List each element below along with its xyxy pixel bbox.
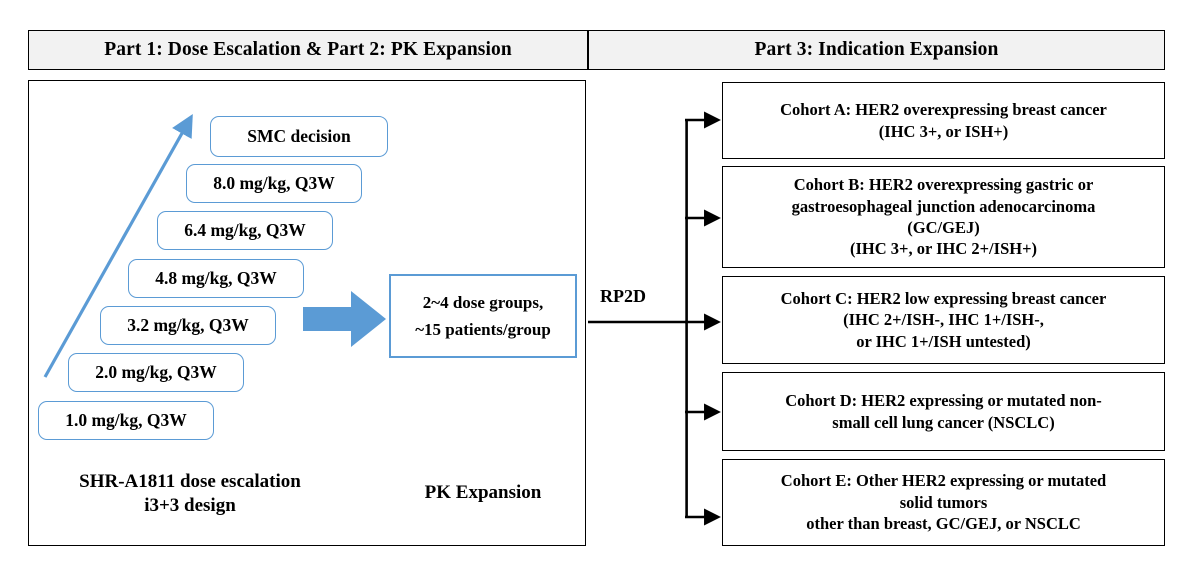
cohort-c-line: or IHC 1+/ISH untested) (856, 331, 1031, 351)
caption-line-2: i3+3 design (144, 495, 236, 517)
header-part1-part2: Part 1: Dose Escalation & Part 2: PK Exp… (28, 30, 588, 70)
cohort-a-line: (IHC 3+, or ISH+) (878, 121, 1009, 141)
cohort-b-line: (IHC 3+, or IHC 2+/ISH+) (850, 239, 1037, 259)
cohort-d-line: small cell lung cancer (NSCLC) (832, 412, 1055, 432)
pk-patients-text: ~15 patients/group (415, 319, 551, 339)
cohort-a-box: Cohort A: HER2 overexpressing breast can… (722, 82, 1165, 159)
cohort-b-line: (GC/GEJ) (907, 218, 980, 237)
cohort-a-line: Cohort A: HER2 overexpressing breast can… (780, 100, 1107, 120)
pk-dose-groups-text: 2~4 dose groups, (422, 292, 544, 312)
dose-level-box: 8.0 mg/kg, Q3W (186, 164, 362, 203)
rp2d-label: RP2D (600, 286, 646, 306)
cohort-b-line: Cohort B: HER2 overexpressing gastric or (793, 175, 1094, 195)
smc-decision-box: SMC decision (210, 116, 388, 157)
cohort-connector-tree (588, 111, 721, 526)
cohort-e-line: solid tumors (899, 492, 988, 512)
cohort-b-line: gastroesophageal junction adenocarcinoma (791, 196, 1096, 216)
dose-level-box: 6.4 mg/kg, Q3W (157, 211, 333, 250)
dose-escalation-caption: SHR-A1811 dose escalation i3+3 design (48, 470, 332, 519)
cohort-c-line: Cohort C: HER2 low expressing breast can… (780, 288, 1107, 308)
cohort-d-line: Cohort D: HER2 expressing or mutated non… (785, 391, 1102, 411)
blue-block-arrow-icon (303, 291, 386, 347)
pk-expansion-box: 2~4 dose groups, ~15 patients/group (389, 274, 577, 358)
dose-level-box: 1.0 mg/kg, Q3W (38, 401, 214, 440)
cohort-d-box: Cohort D: HER2 expressing or mutated non… (722, 372, 1165, 451)
cohort-c-line: (IHC 2+/ISH-, IHC 1+/ISH-, (843, 310, 1044, 330)
cohort-e-line: other than breast, GC/GEJ, or NSCLC (806, 514, 1081, 534)
dose-level-box: 3.2 mg/kg, Q3W (100, 306, 276, 345)
caption-line-1: SHR-A1811 dose escalation (79, 471, 301, 492)
pk-expansion-caption: PK Expansion (424, 482, 542, 503)
cohort-e-line: Cohort E: Other HER2 expressing or mutat… (780, 471, 1107, 491)
dose-level-box: 4.8 mg/kg, Q3W (128, 259, 304, 298)
cohort-b-box: Cohort B: HER2 overexpressing gastric or… (722, 166, 1165, 268)
cohort-c-box: Cohort C: HER2 low expressing breast can… (722, 276, 1165, 364)
header-part3: Part 3: Indication Expansion (588, 30, 1165, 70)
cohort-e-box: Cohort E: Other HER2 expressing or mutat… (722, 459, 1165, 546)
dose-level-box: 2.0 mg/kg, Q3W (68, 353, 244, 392)
